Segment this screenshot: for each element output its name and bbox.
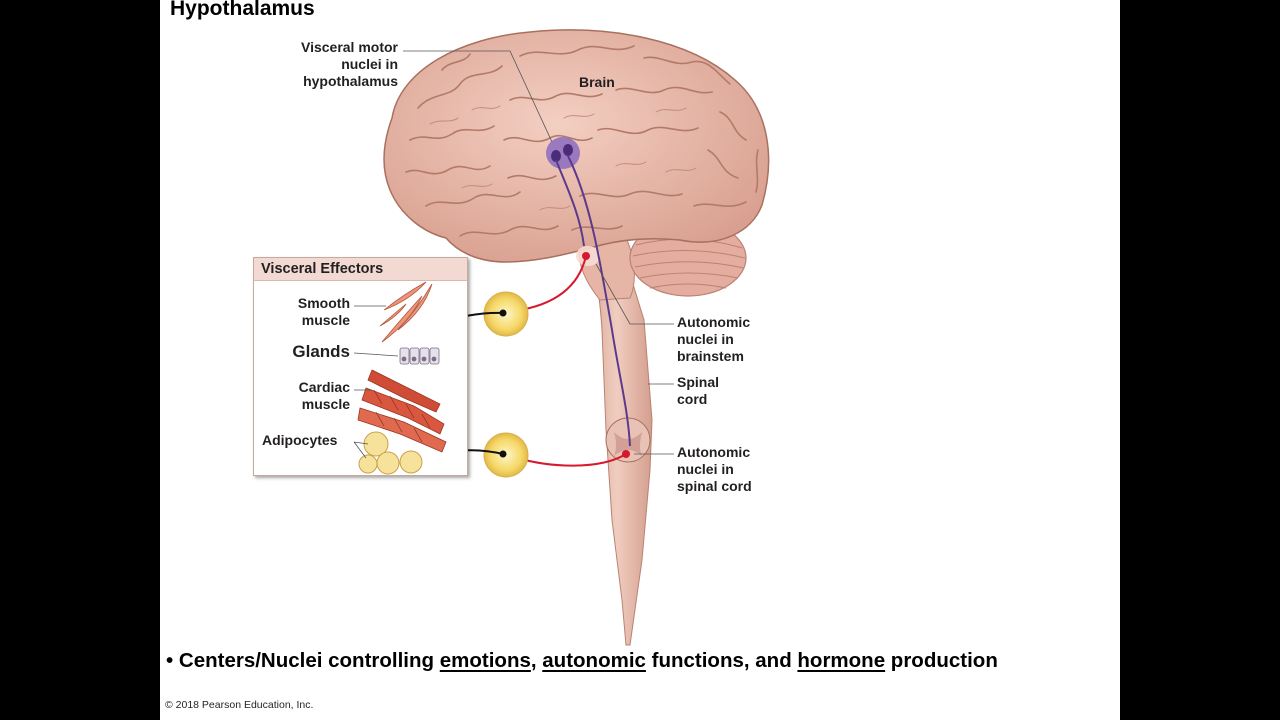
label-autonomic-spinal: Autonomic nuclei in spinal cord (677, 444, 752, 494)
leader-adipocytes (353, 441, 369, 459)
keyword-hormone: hormone (797, 649, 886, 672)
diagram (383, 29, 770, 646)
preganglionic-path-spinal (567, 155, 631, 447)
label-brain: Brain (579, 74, 615, 90)
slide: Hypothalamus Visceral motor nuclei in hy… (160, 0, 1120, 720)
effectors-illustrations (353, 281, 447, 475)
label-visceral-motor: Visceral motor nuclei in hypothalamus (300, 39, 398, 89)
bullet-point: • Centers/Nuclei controlling emotions, a… (166, 649, 998, 672)
gland-cells (399, 347, 440, 365)
hypothalamus-neuron (551, 150, 561, 162)
leader-glands (353, 352, 399, 357)
leader-visceral-motor (403, 50, 553, 143)
label-cardiac-muscle: Cardiac muscle (298, 379, 350, 412)
preganglionic-path-brainstem (555, 159, 585, 247)
hypothalamus-neuron (563, 144, 573, 156)
keyword-autonomic: autonomic (542, 649, 646, 672)
label-smooth-muscle: Smooth muscle (297, 295, 350, 328)
bullet-marker: • (166, 649, 174, 672)
label-glands: Glands (292, 342, 350, 361)
adipocyte-cells (358, 431, 423, 475)
leader-brainstem (595, 263, 674, 325)
smooth-muscle-cells (379, 281, 433, 343)
spinal-gray-matter (614, 432, 642, 456)
visceral-effectors-header: Visceral Effectors (254, 258, 467, 281)
label-autonomic-brainstem: Autonomic nuclei in brainstem (677, 314, 751, 364)
label-spinal-cord: Spinal cord (677, 374, 720, 407)
slide-title: Hypothalamus (170, 0, 315, 20)
label-adipocytes: Adipocytes (262, 432, 338, 448)
hypothalamus-nucleus (546, 137, 580, 169)
visceral-effectors-heading: Visceral Effectors (261, 261, 384, 277)
copyright-notice: © 2018 Pearson Education, Inc. (165, 699, 314, 711)
keyword-emotions: emotions (439, 649, 531, 672)
cardiac-muscle-cells (357, 369, 447, 453)
visceral-effectors-panel: Visceral Effectors (253, 257, 468, 476)
